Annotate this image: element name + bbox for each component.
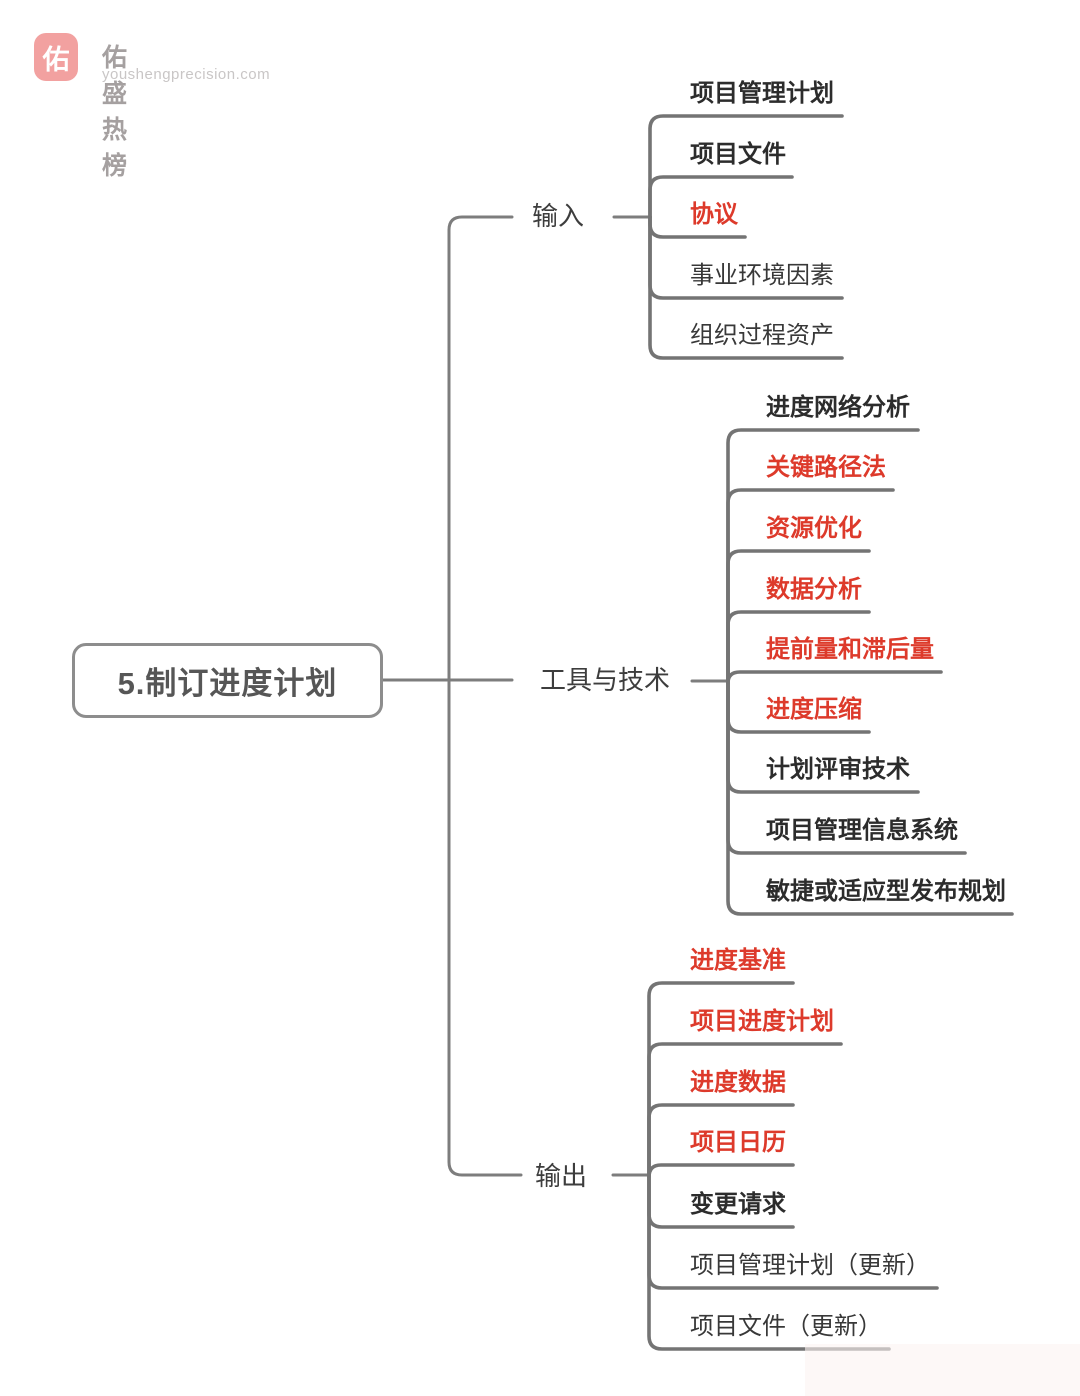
brand-domain: youshengprecision.com: [102, 66, 271, 83]
input-item-2: 项目文件: [690, 141, 786, 168]
branch-inputs: 输入: [532, 201, 585, 231]
input-item-5: 组织过程资产: [690, 322, 834, 349]
tools-item-2: 关键路径法: [766, 454, 886, 481]
connector-output-children: [647, 981, 939, 1351]
output-item-3: 进度数据: [690, 1069, 786, 1096]
tools-item-1: 进度网络分析: [766, 394, 910, 421]
output-item-1: 进度基准: [690, 947, 786, 974]
connector-tools-children: [726, 428, 1014, 916]
input-item-4: 事业环境因素: [690, 262, 834, 289]
output-item-7: 项目文件（更新）: [690, 1313, 882, 1340]
tools-item-3: 资源优化: [766, 515, 862, 542]
connector-trunk: [447, 215, 523, 1177]
output-item-2: 项目进度计划: [690, 1008, 834, 1035]
input-item-3: 协议: [690, 201, 738, 228]
branch-outputs: 输出: [535, 1161, 588, 1191]
tools-item-8: 项目管理信息系统: [766, 817, 958, 844]
tools-item-6: 进度压缩: [766, 696, 862, 723]
branch-tools-techniques: 工具与技术: [540, 665, 671, 695]
corner-smudge: [805, 1344, 1080, 1396]
output-item-4: 项目日历: [690, 1129, 786, 1156]
output-item-5: 变更请求: [690, 1191, 786, 1218]
tools-item-7: 计划评审技术: [766, 756, 910, 783]
input-item-1: 项目管理计划: [690, 80, 834, 107]
tools-item-4: 数据分析: [766, 576, 862, 603]
tools-item-9: 敏捷或适应型发布规划: [766, 878, 1006, 905]
connector-input-children: [648, 114, 844, 360]
output-item-6: 项目管理计划（更新）: [690, 1252, 930, 1279]
brand-name: 佑盛热榜: [102, 44, 130, 180]
brand-logo-icon: 佑: [34, 33, 78, 81]
tools-item-5: 提前量和滞后量: [766, 636, 934, 663]
root-topic: 5.制订进度计划: [72, 643, 383, 718]
